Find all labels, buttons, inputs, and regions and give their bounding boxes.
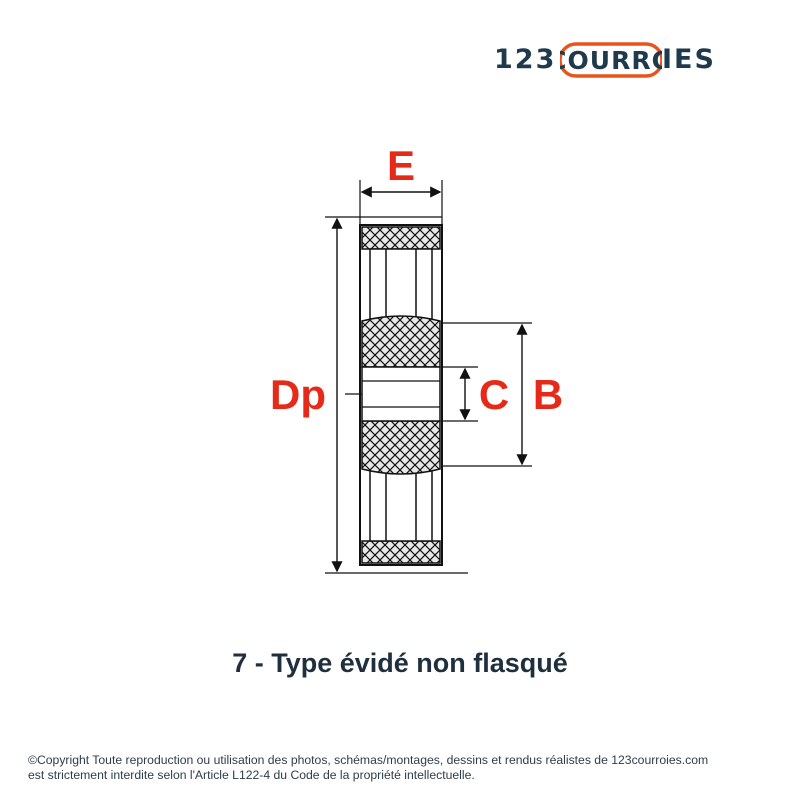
label-b: B bbox=[533, 371, 563, 418]
label-c: C bbox=[479, 371, 509, 418]
logo-text-left: 123 bbox=[494, 44, 557, 75]
logo-text-middle: COURRO bbox=[560, 46, 662, 75]
diagram-caption: 7 - Type évidé non flasqué bbox=[232, 648, 568, 678]
label-dp: Dp bbox=[270, 371, 326, 418]
copyright-line-2: est strictement interdite selon l'Articl… bbox=[28, 768, 475, 782]
pulley-dimension-diagram: E Dp C B bbox=[270, 142, 563, 574]
copyright-notice: ©Copyright Toute reproduction ou utilisa… bbox=[28, 753, 788, 783]
extension-lines bbox=[325, 180, 532, 574]
copyright-line-1: ©Copyright Toute reproduction ou utilisa… bbox=[28, 753, 709, 767]
label-e: E bbox=[387, 142, 415, 189]
brand-logo: 123 COURRO IES bbox=[494, 38, 774, 86]
pulley-section bbox=[359, 224, 443, 566]
logo-belt-emblem: COURRO bbox=[560, 42, 662, 78]
logo-text-right: IES bbox=[662, 44, 716, 75]
dimension-arrows bbox=[331, 186, 528, 573]
